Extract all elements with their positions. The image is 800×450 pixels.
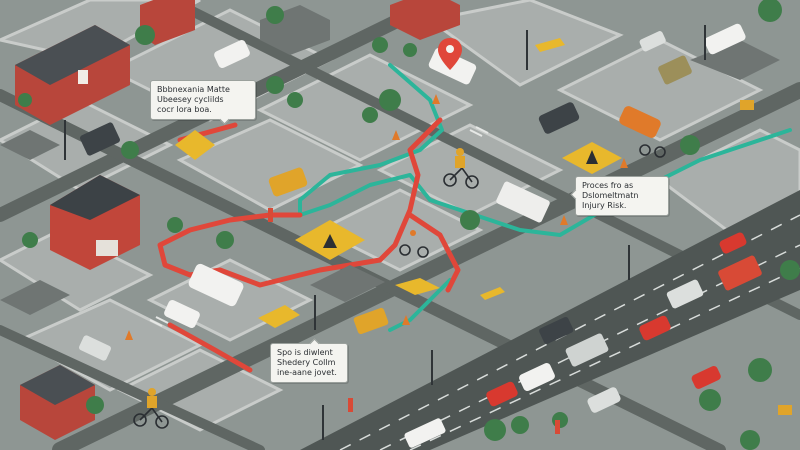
safe-route-green-branch [388,278,452,332]
gray-buildings [0,5,780,315]
hazard-route-red-3 [167,322,253,373]
red-building-bottom [20,365,95,440]
map-pin-icon [438,38,462,70]
warning-sign-icon [175,38,622,328]
callout-right-line-3: Injury Risk. [582,201,627,210]
safe-route-green-path [298,63,792,237]
vehicles [79,23,762,448]
callout-right-line-1: Proces fro as [582,181,634,190]
traffic-cone-icon [125,94,628,340]
callout-right-line-2: Dslomeltmatn [582,191,639,200]
hazard-route-red-2 [407,212,461,293]
callout-bottom-line-2: Shedery Collm [277,358,336,367]
callout-bottom-line-1: Spo is diwlent [277,348,333,357]
fire-station [50,175,140,270]
callout-top-left-line-1: Bbbnexania Matte [157,85,230,94]
hazard-route-red [157,117,443,288]
callout-top-left-line-3: cocr lora boa. [157,105,212,114]
callout-top-left: Bbbnexania Matte Ubeesey cyclilds cocr l… [150,80,256,120]
street-lamps [64,25,706,440]
lane-markings [339,214,800,450]
highway [300,190,800,450]
cyclist-figures [147,100,792,434]
red-building-left [15,25,130,125]
callout-bottom-line-3: ine-aane jovet. [277,368,337,377]
cyclist-icon [133,144,666,429]
callout-bottom: Spo is diwlent Shedery Collm ine-aane jo… [270,343,348,383]
trees [18,0,800,450]
callout-right: Proces fro as Dslomeltmatn Injury Risk. [575,176,669,216]
callout-top-left-line-2: Ubeesey cyclilds [157,95,224,104]
